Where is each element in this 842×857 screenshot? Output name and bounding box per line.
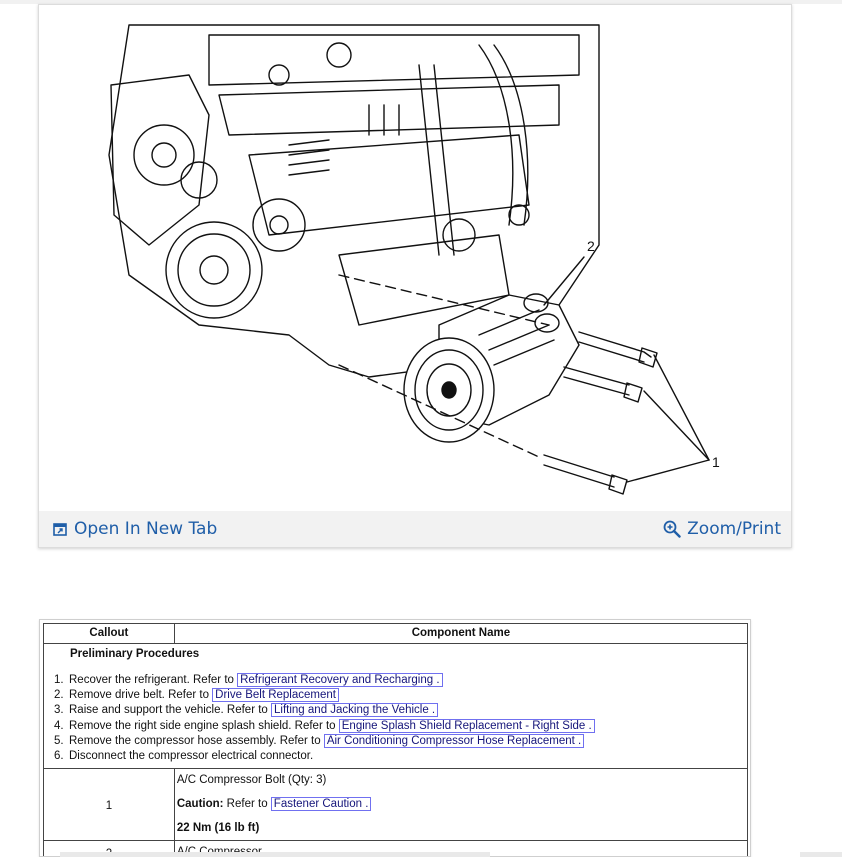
preliminary-row: Preliminary Procedures 1.Recover the ref… (43, 642, 748, 770)
scrollbar-end (800, 852, 842, 857)
torque-spec: 22 Nm (16 lb ft) (176, 822, 260, 835)
list-item: 2.Remove drive belt. Refer to Drive Belt… (54, 688, 739, 703)
splash-shield-link[interactable]: Engine Splash Shield Replacement - Right… (338, 718, 595, 733)
component-cell: A/C Compressor Bolt (Qty: 3) Caution: Re… (173, 768, 749, 842)
drive-belt-replacement-link[interactable]: Drive Belt Replacement (212, 688, 339, 703)
preliminary-title: Preliminary Procedures (70, 648, 200, 660)
horizontal-scrollbar[interactable] (60, 852, 490, 857)
zoom-print-label: Zoom/Print (687, 519, 781, 539)
component-name-header: Component Name (173, 623, 749, 644)
list-item: 4.Remove the right side engine splash sh… (54, 718, 739, 734)
callout-header: Callout (43, 623, 175, 644)
figure-footer: Open In New Tab Zoom/Print (39, 511, 791, 547)
open-in-new-tab-label: Open In New Tab (74, 519, 218, 539)
table-header-row: Callout Component Name (43, 623, 749, 644)
component-table-container: Callout Component Name Preliminary Proce… (39, 619, 751, 857)
new-tab-icon (53, 522, 67, 536)
top-divider (0, 0, 842, 4)
callout-label-2: 2 (587, 238, 595, 254)
list-item: 6.Disconnect the compressor electrical c… (54, 750, 314, 763)
compressor-hose-link[interactable]: Air Conditioning Compressor Hose Replace… (323, 733, 585, 748)
component-table: Callout Component Name Preliminary Proce… (43, 623, 749, 856)
engine-compressor-illustration: 2 1 (108, 24, 720, 495)
table-row: 1 A/C Compressor Bolt (Qty: 3) Caution: … (43, 768, 749, 842)
preliminary-cell: Preliminary Procedures 1.Recover the ref… (43, 642, 748, 770)
callout-cell: 1 (43, 768, 175, 842)
refrigerant-recovery-link[interactable]: Refrigerant Recovery and Recharging . (237, 673, 443, 687)
lifting-jacking-link[interactable]: Lifting and Jacking the Vehicle . (271, 703, 439, 718)
preliminary-steps: 1.Recover the refrigerant. Refer to Refr… (52, 673, 739, 764)
fastener-caution-link[interactable]: Fastener Caution . (270, 797, 372, 812)
zoom-print-link[interactable]: Zoom/Print (663, 519, 781, 539)
list-item: 5.Remove the compressor hose assembly. R… (54, 733, 739, 749)
list-item: 3.Raise and support the vehicle. Refer t… (54, 703, 739, 718)
caution-note: Caution: Refer to Fastener Caution . (177, 797, 745, 812)
figure-card: 2 1 Open In New Tab Zoom/Print (38, 4, 792, 548)
list-item: 1.Recover the refrigerant. Refer to Refr… (54, 673, 739, 688)
open-in-new-tab-link[interactable]: Open In New Tab (53, 519, 217, 539)
zoom-in-icon (663, 520, 681, 538)
callout-label-1: 1 (712, 454, 720, 470)
component-name: A/C Compressor Bolt (Qty: 3) (176, 774, 327, 787)
